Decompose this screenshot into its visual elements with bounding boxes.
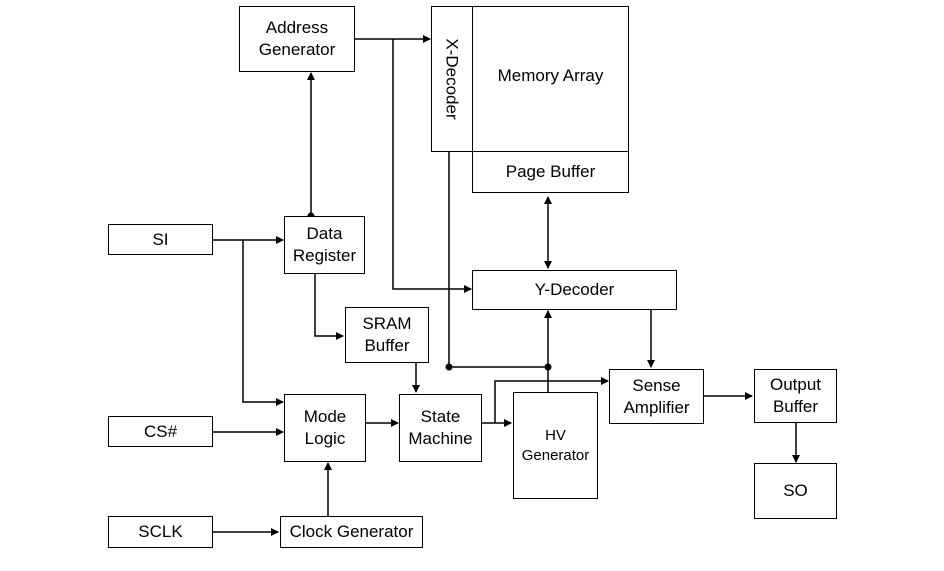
x-decoder-block: X-Decoder xyxy=(431,6,473,152)
page-buffer-block: Page Buffer xyxy=(472,151,629,193)
si-label: SI xyxy=(152,229,169,249)
mode-logic-label: Mode Logic xyxy=(303,407,347,448)
sense-amplifier-label: Sense Amplifier xyxy=(623,375,690,417)
sense-amplifier-block: Sense Amplifier xyxy=(609,369,704,424)
sclk-label: SCLK xyxy=(138,522,183,541)
data-register-block: Data Register xyxy=(284,216,365,274)
wire-si-to-mode-logic xyxy=(242,240,284,406)
output-buffer-label: Output Buffer xyxy=(769,375,822,416)
memory-array-block: Memory Array xyxy=(472,6,629,152)
address-generator-block: Address Generator xyxy=(239,6,355,72)
page-buffer-label: Page Buffer xyxy=(505,162,596,181)
memory-array-label: Memory Array xyxy=(497,66,604,85)
clock-generator-block: Clock Generator xyxy=(280,516,423,548)
wire-data-register-to-sram xyxy=(314,274,344,340)
data-register-label: Data Register xyxy=(292,224,357,265)
so-output-block: SO xyxy=(754,463,837,519)
y-decoder-block: Y-Decoder xyxy=(472,270,677,310)
cs-label: CS# xyxy=(143,421,178,441)
hv-generator-block: HV Generator xyxy=(513,392,598,499)
y-decoder-label: Y-Decoder xyxy=(534,280,615,299)
junction-dot xyxy=(445,363,453,371)
si-input-block: SI xyxy=(108,224,213,255)
state-machine-label: State Machine xyxy=(408,407,473,448)
cs-input-block: CS# xyxy=(108,416,213,447)
output-buffer-block: Output Buffer xyxy=(754,369,837,423)
junction-dot xyxy=(544,363,552,371)
wire-state-to-sense-amplifier xyxy=(494,377,609,423)
so-label: SO xyxy=(783,481,808,500)
sram-buffer-label: SRAM Buffer xyxy=(362,314,412,355)
state-machine-block: State Machine xyxy=(399,394,482,462)
sclk-input-block: SCLK xyxy=(108,516,213,548)
mode-logic-block: Mode Logic xyxy=(284,394,366,462)
x-decoder-label: X-Decoder xyxy=(443,38,463,120)
hv-generator-label: HV Generator xyxy=(521,426,590,464)
sram-buffer-block: SRAM Buffer xyxy=(345,307,429,363)
wire-address-to-y-decoder xyxy=(392,39,472,293)
clock-generator-label: Clock Generator xyxy=(289,522,414,541)
address-generator-label: Address Generator xyxy=(258,18,336,59)
